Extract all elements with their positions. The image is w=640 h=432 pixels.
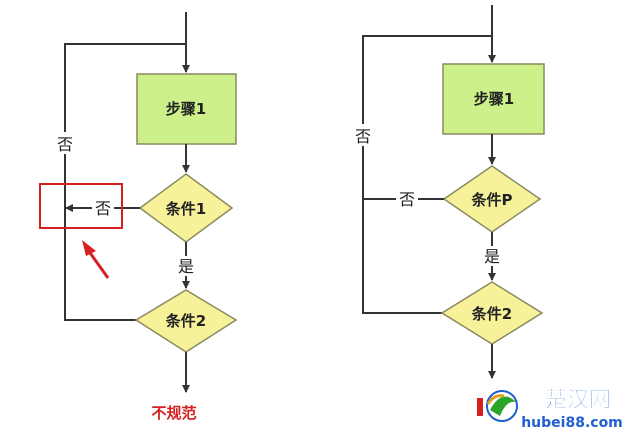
- left-yes-label-bg: [176, 256, 196, 276]
- watermark: 楚汉网 hubei88.com: [477, 388, 623, 431]
- left-yes-label: 是: [178, 257, 194, 276]
- left-no-branch-label-bg: [92, 198, 114, 218]
- right-process-box: [442, 63, 545, 135]
- right-no-branch-label-bg: [396, 189, 418, 209]
- left-process-box: [136, 73, 237, 145]
- right-decision2-label: 条件2: [471, 305, 512, 323]
- left-decision2-label: 条件2: [165, 312, 206, 330]
- left-decision1-label: 条件1: [165, 200, 206, 218]
- left-highlight-box: [39, 183, 123, 229]
- watermark-url: hubei88.com: [521, 415, 623, 431]
- watermark-logo-icon: [477, 390, 518, 422]
- red-arrow-icon: [82, 240, 110, 279]
- watermark-name: 楚汉网: [545, 388, 611, 413]
- left-no-branch-label: 否: [95, 199, 111, 218]
- left-process-label: 步骤1: [166, 100, 206, 118]
- right-loop-line: [362, 35, 492, 314]
- right-yes-label-bg: [482, 246, 502, 266]
- right-loop-label-bg: [354, 124, 372, 146]
- right-loop-label: 否: [355, 127, 371, 146]
- left-loop-line: [64, 43, 186, 321]
- right-yes-label: 是: [484, 247, 500, 266]
- left-loop-label-bg: [56, 132, 74, 154]
- right-decision1-label: 条件P: [471, 191, 513, 209]
- right-process-label: 步骤1: [474, 90, 514, 108]
- right-flowchart: 步骤1 条件P 否 否 是 条件2: [354, 5, 545, 379]
- left-loop-label: 否: [57, 135, 73, 154]
- left-caption: 不规范: [151, 404, 196, 422]
- left-flowchart: 步骤1 条件1 否 否 是 条件2 不规范: [39, 12, 238, 422]
- right-no-branch-label: 否: [399, 190, 415, 209]
